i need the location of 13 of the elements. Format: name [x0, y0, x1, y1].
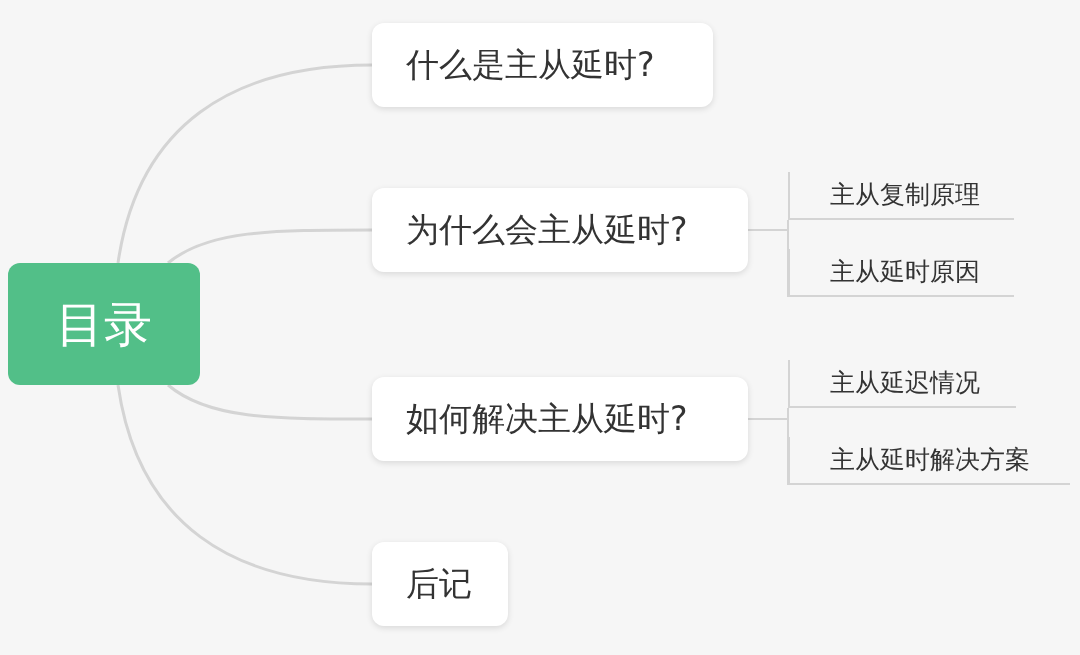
connector-line	[116, 63, 373, 264]
connector-line	[167, 228, 372, 265]
connector-line	[116, 384, 373, 586]
topic-box: 后记	[372, 542, 508, 626]
subtopic-label: 主从复制原理	[788, 172, 1014, 220]
subtopic-label: 主从延迟情况	[788, 360, 1016, 408]
subtopic-label: 主从延时原因	[788, 249, 1014, 297]
topic-box: 为什么会主从延时?	[372, 188, 748, 272]
topic-box: 如何解决主从延时?	[372, 377, 748, 461]
root-topic-box: 目录	[8, 263, 200, 385]
subtopic-label: 主从延时解决方案	[788, 437, 1070, 485]
topic-box: 什么是主从延时?	[372, 23, 713, 107]
connector-line	[167, 383, 372, 421]
